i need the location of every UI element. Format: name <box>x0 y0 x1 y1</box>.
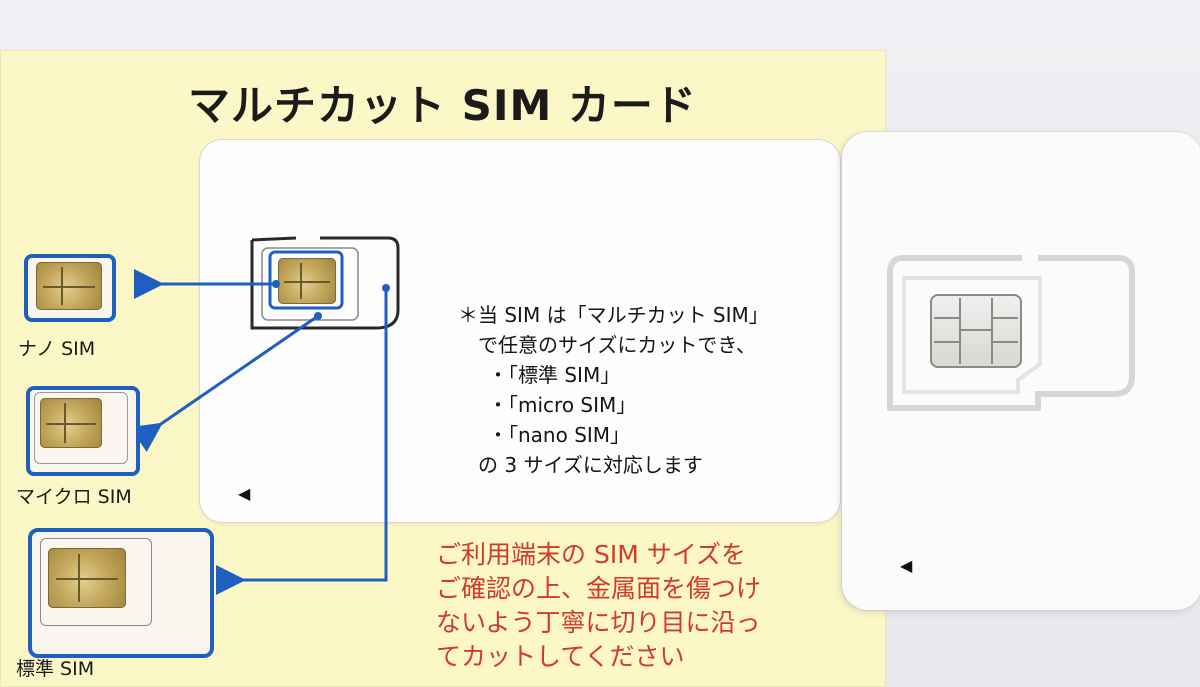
note-line: の 3 サイズに対応します <box>478 453 703 477</box>
note-bullet: ・「nano SIM」 <box>488 423 631 447</box>
sim-chip-icon <box>40 398 102 448</box>
cutting-warning: ご利用端末の SIM サイズを ご確認の上、金属面を傷つけ ないよう丁寧に切り目… <box>436 538 876 674</box>
micro-sim-label: マイクロ SIM <box>16 486 132 508</box>
sim-chip-icon <box>930 294 1022 368</box>
warning-line: ないよう丁寧に切り目に沿っ <box>436 608 761 637</box>
arrow-left-icon <box>129 314 319 452</box>
standard-sim-cut-line <box>40 538 152 626</box>
nano-sim-label: ナノ SIM <box>18 338 96 360</box>
note-line: で任意のサイズにカットでき、 <box>478 333 756 357</box>
sim-card-diagram: ◀ <box>200 140 840 522</box>
sim-chip-icon <box>48 548 126 608</box>
sim-chip-icon <box>36 262 102 310</box>
warning-line: てカットしてください <box>436 642 685 671</box>
orientation-triangle-icon: ◀ <box>238 484 251 503</box>
warning-line: ご利用端末の SIM サイズを <box>436 540 746 569</box>
arrows-overlay <box>129 269 390 595</box>
physical-cut-lines <box>887 255 1135 411</box>
note-line: ＊当 SIM は「マルチカット SIM」 <box>458 303 769 327</box>
note-bullet: ・「標準 SIM」 <box>488 363 621 387</box>
micro-sim-cut-line <box>34 392 128 464</box>
warning-line: ご確認の上、金属面を傷つけ <box>436 574 762 603</box>
compatibility-note: ＊当 SIM は「マルチカット SIM」 で任意のサイズにカットでき、 ・「標準… <box>458 300 830 480</box>
note-bullet: ・「micro SIM」 <box>488 393 637 417</box>
page-title: マルチカット SIM カード <box>188 81 697 130</box>
physical-sim-card: ◀ <box>842 132 1200 610</box>
orientation-triangle-icon: ◀ <box>900 556 913 575</box>
standard-sim-label: 標準 SIM <box>16 658 95 680</box>
arrow-left-icon <box>216 288 388 595</box>
sim-chip-icon <box>278 258 336 304</box>
